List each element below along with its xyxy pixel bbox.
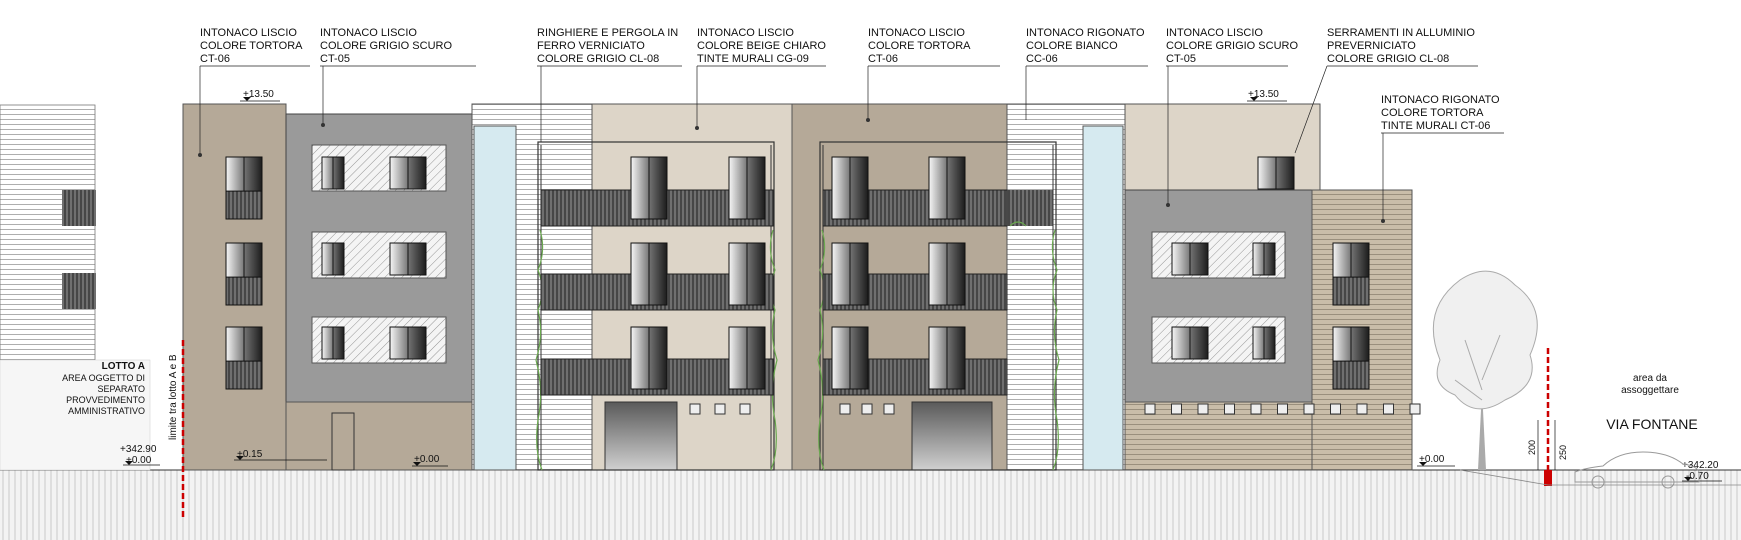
garage-door-right [911,401,993,471]
tree [1432,270,1538,470]
garage-door-left [604,401,678,471]
height-dimensions: 200 250 [1527,420,1568,486]
window [321,242,345,276]
vents-group [689,403,1421,415]
window [831,326,869,390]
svg-text:200: 200 [1527,440,1537,455]
level-marker-ground-a: +342.90 +0.00 [120,444,160,466]
window [1171,326,1209,360]
window [389,242,427,276]
street-name: VIA FONTANE [1606,416,1698,432]
window [1252,242,1276,276]
window [728,156,766,220]
window [1171,242,1209,276]
svg-text:+0.00: +0.00 [1419,454,1445,465]
window [728,326,766,390]
level-marker-step-2: +0.00 [412,454,448,467]
window [1332,242,1370,306]
window [831,156,869,220]
window [321,156,345,190]
window [389,156,427,190]
window [630,242,668,306]
svg-text:250: 250 [1558,445,1568,460]
lot-boundary-label: limite tra lotto A e B [168,354,179,440]
window [928,242,966,306]
level-marker-road: +342.20 -0.70 [1682,460,1722,482]
svg-text:+342.20: +342.20 [1682,460,1719,471]
svg-text:+13.50: +13.50 [243,89,274,100]
window [928,156,966,220]
svg-text:+0.15: +0.15 [237,449,263,460]
ground-section [0,470,1741,540]
window [225,326,263,390]
window [728,242,766,306]
window [630,156,668,220]
window [928,326,966,390]
callout-leaders [199,65,1504,221]
svg-text:+0.00: +0.00 [126,455,152,466]
window [1332,326,1370,390]
neighbour-building-lotto-a [0,104,151,471]
window [225,242,263,306]
window [831,242,869,306]
svg-text:+13.50: +13.50 [1248,89,1279,100]
level-marker-step-1: +0.15 [234,449,327,461]
level-marker-step-3: +0.00 [1417,454,1455,467]
level-marker-top-left: +13.50 [240,89,280,102]
windows-group [225,156,1370,390]
block-grigio-scuro-right [1124,189,1313,403]
callout-dots [198,118,1385,223]
svg-text:-0.70: -0.70 [1686,471,1709,482]
window [225,156,263,220]
window [630,326,668,390]
svg-text:+342.90: +342.90 [120,444,157,455]
window [321,326,345,360]
car [1574,451,1700,489]
svg-text:LOTTO A: LOTTO A [102,361,145,372]
window [389,326,427,360]
level-marker-top-right: +13.50 [1247,89,1287,102]
window [1257,156,1295,190]
svg-text:+0.00: +0.00 [414,454,440,465]
window [1252,326,1276,360]
